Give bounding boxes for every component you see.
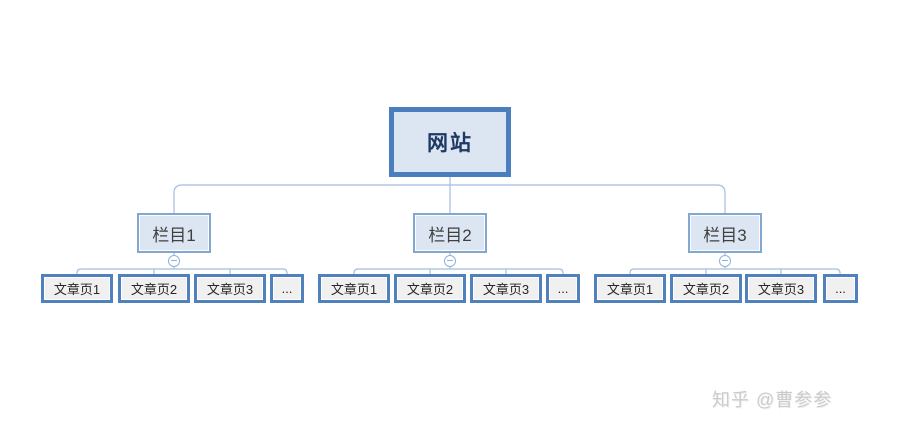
- node-label: ...: [835, 281, 846, 296]
- watermark-text: 知乎 @曹参参: [712, 390, 833, 410]
- node-article[interactable]: 文章页1: [594, 274, 666, 303]
- node-label: 栏目3: [703, 225, 747, 245]
- node-article[interactable]: 文章页3: [470, 274, 542, 303]
- node-category-1[interactable]: 栏目1: [137, 213, 211, 253]
- node-label: 文章页3: [206, 282, 254, 297]
- node-article-more[interactable]: ...: [546, 274, 580, 303]
- node-label: 文章页1: [53, 282, 101, 297]
- node-label: 文章页2: [406, 282, 454, 297]
- node-article[interactable]: 文章页2: [394, 274, 466, 303]
- node-label: 文章页2: [682, 282, 730, 297]
- collapse-minus-icon[interactable]: [444, 255, 456, 267]
- node-article[interactable]: 文章页3: [194, 274, 266, 303]
- node-label: 网站: [427, 132, 473, 155]
- node-label: 文章页1: [330, 282, 378, 297]
- node-article[interactable]: 文章页1: [318, 274, 390, 303]
- node-article[interactable]: 文章页3: [745, 274, 817, 303]
- node-label: ...: [281, 281, 293, 296]
- node-label: 文章页2: [130, 282, 178, 297]
- node-category-2[interactable]: 栏目2: [413, 213, 487, 253]
- node-label: 文章页3: [482, 282, 530, 297]
- node-category-3[interactable]: 栏目3: [688, 213, 762, 253]
- minus-icon: [447, 260, 453, 261]
- node-article-more[interactable]: ...: [270, 274, 304, 303]
- node-article[interactable]: 文章页2: [670, 274, 742, 303]
- node-label: 栏目1: [152, 225, 196, 245]
- node-label: 文章页1: [606, 282, 654, 297]
- collapse-minus-icon[interactable]: [719, 255, 731, 267]
- node-article-more[interactable]: ...: [823, 274, 858, 303]
- node-website[interactable]: 网站: [389, 107, 511, 177]
- node-article[interactable]: 文章页2: [118, 274, 190, 303]
- node-article[interactable]: 文章页1: [41, 274, 113, 303]
- collapse-minus-icon[interactable]: [168, 255, 180, 267]
- minus-icon: [722, 260, 728, 261]
- minus-icon: [171, 260, 177, 261]
- node-label: ...: [557, 281, 569, 296]
- node-label: 栏目2: [428, 225, 472, 245]
- node-label: 文章页3: [757, 282, 805, 297]
